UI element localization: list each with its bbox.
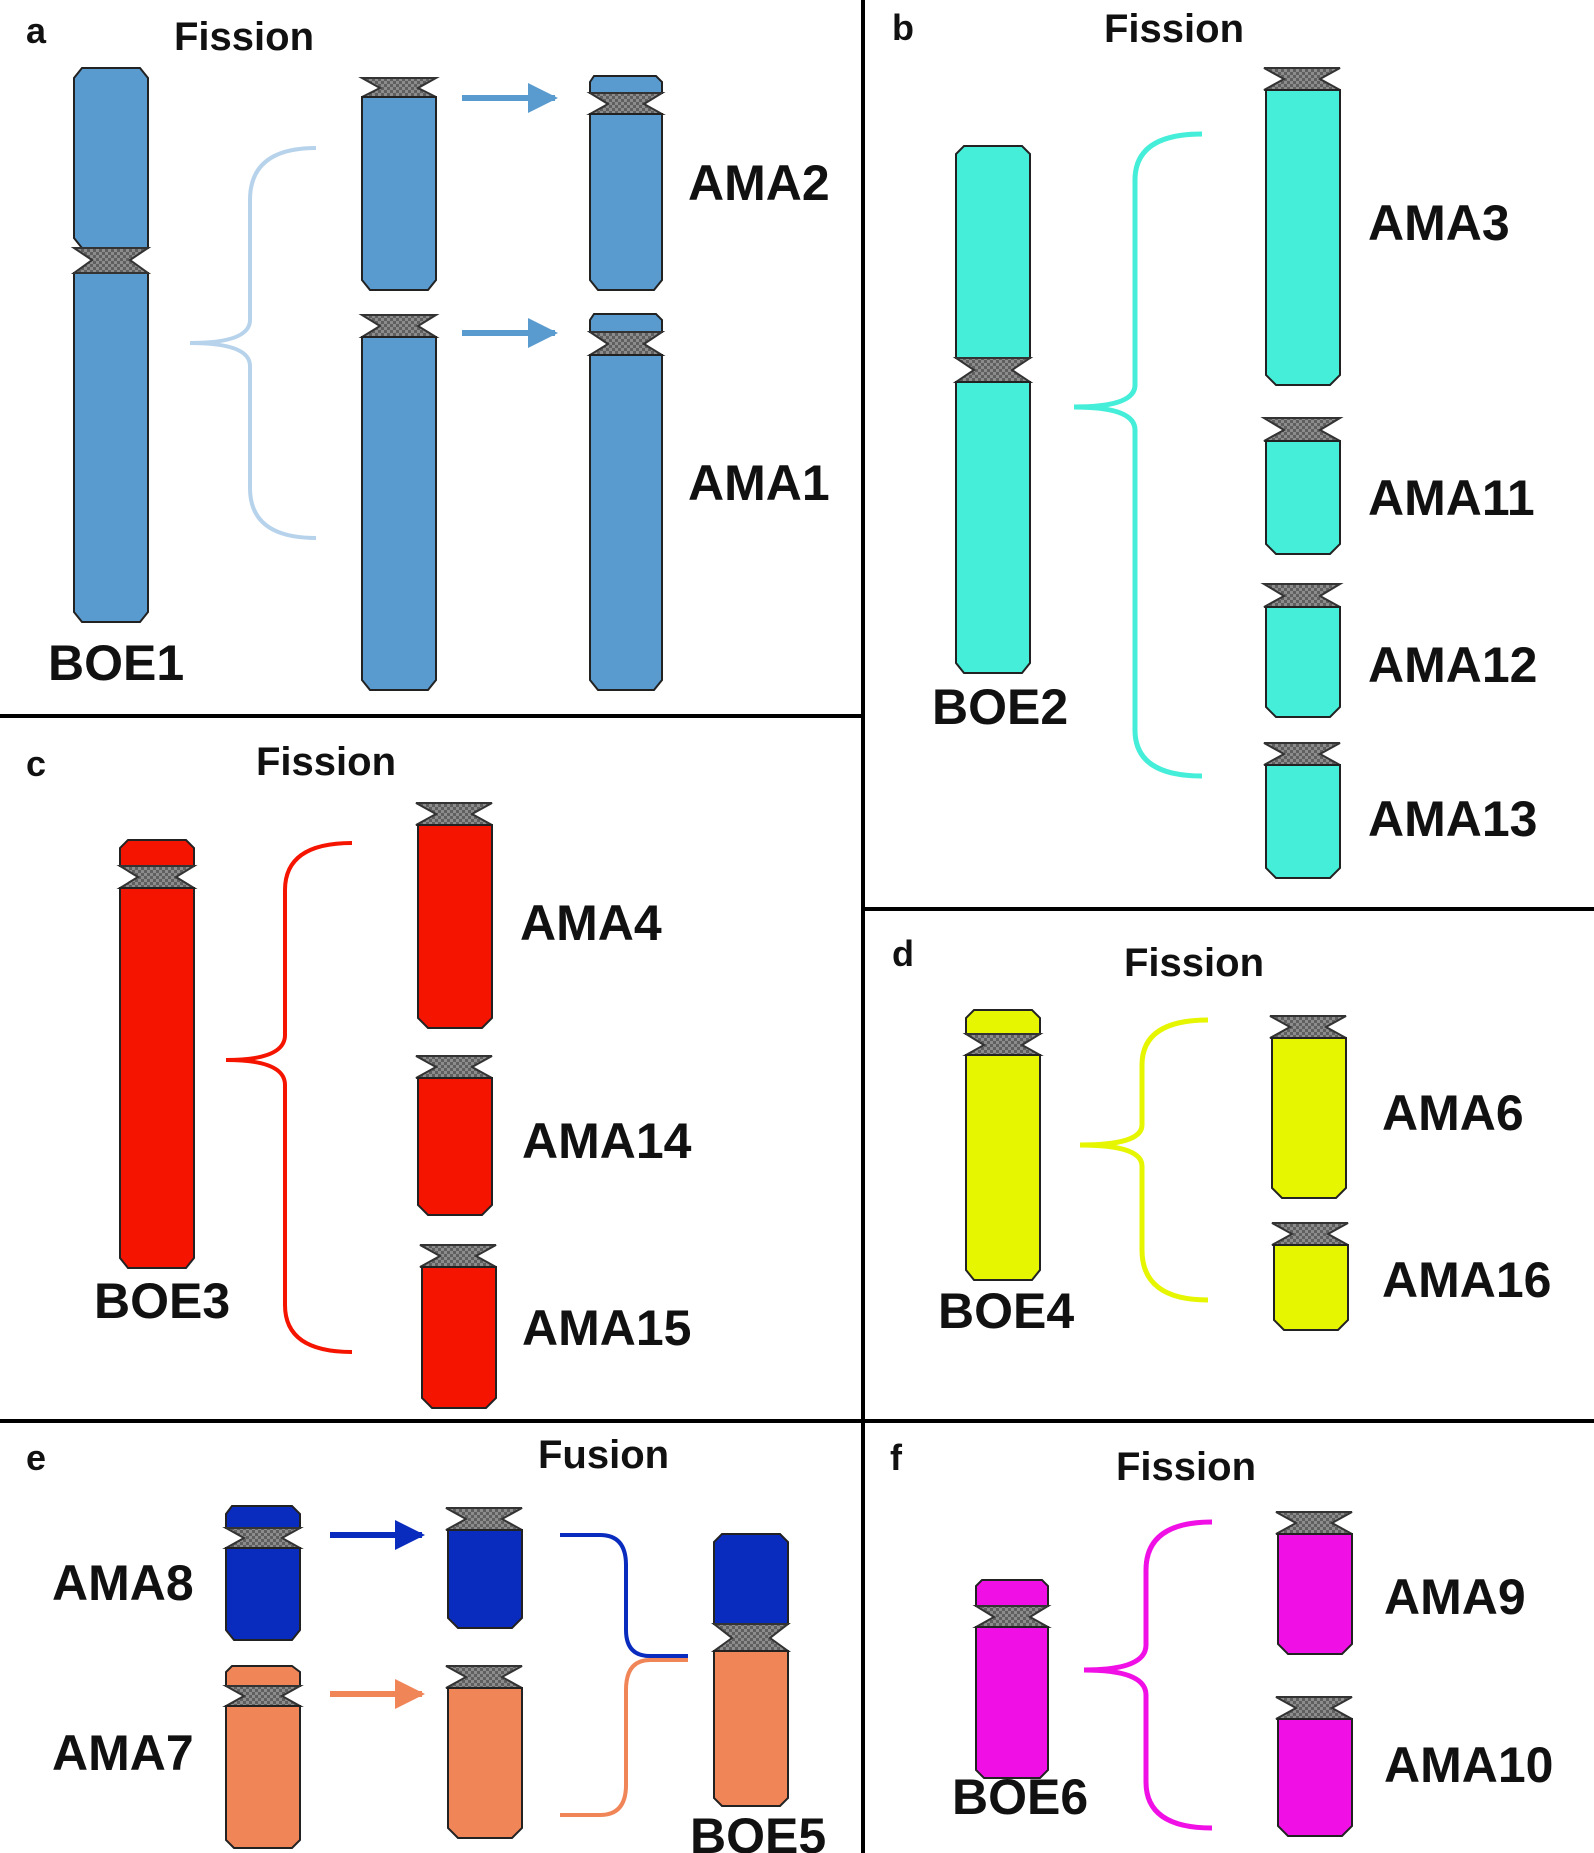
ama7-chromosome — [222, 1665, 304, 1849]
panel-b-letter: b — [892, 7, 914, 48]
panel-e-bracket-orange — [560, 1658, 688, 1817]
panel-b-heading: Fission — [1104, 7, 1244, 51]
boe2-chromosome — [952, 145, 1034, 674]
panel-f-heading: Fission — [1116, 1445, 1256, 1489]
ama2-chromosome — [586, 75, 666, 291]
ama2-intermediate — [358, 77, 440, 291]
panel-e-bracket-blue — [560, 1533, 688, 1658]
boe2-label: BOE2 — [932, 679, 1068, 735]
ama12-chromosome — [1260, 583, 1344, 718]
panel-c: c Fission BOE3 AMA4 AMA14 AMA15 — [26, 740, 692, 1409]
boe1-chromosome — [70, 67, 152, 623]
panel-d: d Fission BOE4 AMA6 AMA16 — [892, 933, 1551, 1339]
panel-d-bracket — [1079, 1017, 1209, 1303]
ama16-chromosome — [1271, 1222, 1349, 1331]
panel-e-heading: Fusion — [538, 1433, 669, 1477]
panel-d-heading: Fission — [1124, 941, 1264, 985]
boe3-chromosome — [116, 839, 198, 1269]
boe3-label: BOE3 — [94, 1273, 230, 1329]
boe6-chromosome — [972, 1579, 1052, 1779]
ama4-chromosome — [415, 802, 493, 1029]
boe1-label: BOE1 — [48, 635, 184, 691]
panel-b: b Fission BOE2 AMA3 AMA11 AMA12 AMA13 — [892, 7, 1537, 879]
ama15-label: AMA15 — [522, 1300, 691, 1356]
ama8-intermediate — [445, 1507, 523, 1629]
panel-a-heading: Fission — [174, 15, 314, 59]
ama16-label: AMA16 — [1382, 1252, 1551, 1308]
ama4-label: AMA4 — [520, 895, 662, 951]
ama1-intermediate — [358, 314, 440, 691]
boe5-label: BOE5 — [690, 1808, 826, 1853]
panel-d-letter: d — [892, 933, 914, 974]
ama2-label: AMA2 — [688, 155, 830, 211]
panel-c-bracket — [225, 841, 353, 1354]
panel-f-bracket — [1083, 1519, 1213, 1831]
boe4-chromosome — [962, 1009, 1044, 1281]
panel-f-letter: f — [890, 1437, 903, 1478]
ama7-label: AMA7 — [52, 1725, 194, 1781]
ama14-label: AMA14 — [522, 1113, 692, 1169]
ama3-chromosome — [1263, 67, 1341, 386]
boe5-chromosome — [710, 1533, 792, 1807]
panel-f: f Fission BOE6 AMA9 AMA10 — [890, 1437, 1553, 1837]
ama15-chromosome — [419, 1244, 497, 1409]
panel-e: e Fusion AMA8 AMA7 — [26, 1433, 826, 1853]
panel-e-letter: e — [26, 1437, 46, 1478]
ama1-label: AMA1 — [688, 455, 830, 511]
ama7-intermediate — [445, 1665, 523, 1839]
ama9-chromosome — [1275, 1511, 1353, 1655]
panel-b-bracket — [1073, 131, 1203, 779]
ama8-label: AMA8 — [52, 1555, 194, 1611]
ama14-chromosome — [415, 1055, 493, 1216]
ama1-chromosome — [586, 313, 666, 691]
panel-a: a Fission BOE1 AMA2 AM — [26, 10, 830, 691]
ama12-label: AMA12 — [1368, 637, 1537, 693]
panel-a-bracket — [189, 146, 317, 540]
panel-c-heading: Fission — [256, 740, 396, 784]
ama8-chromosome — [222, 1505, 304, 1641]
ama6-label: AMA6 — [1382, 1085, 1524, 1141]
ama13-label: AMA13 — [1368, 791, 1537, 847]
ama3-label: AMA3 — [1368, 195, 1510, 251]
panel-a-letter: a — [26, 10, 47, 51]
boe4-label: BOE4 — [938, 1283, 1074, 1339]
ama9-label: AMA9 — [1384, 1569, 1526, 1625]
ama10-chromosome — [1275, 1696, 1353, 1837]
ama10-label: AMA10 — [1384, 1737, 1553, 1793]
ama11-chromosome — [1260, 417, 1344, 555]
ama13-chromosome — [1263, 742, 1341, 879]
ama11-label: AMA11 — [1368, 470, 1535, 526]
panel-c-letter: c — [26, 743, 46, 784]
boe6-label: BOE6 — [952, 1769, 1088, 1825]
ama6-chromosome — [1269, 1015, 1347, 1199]
